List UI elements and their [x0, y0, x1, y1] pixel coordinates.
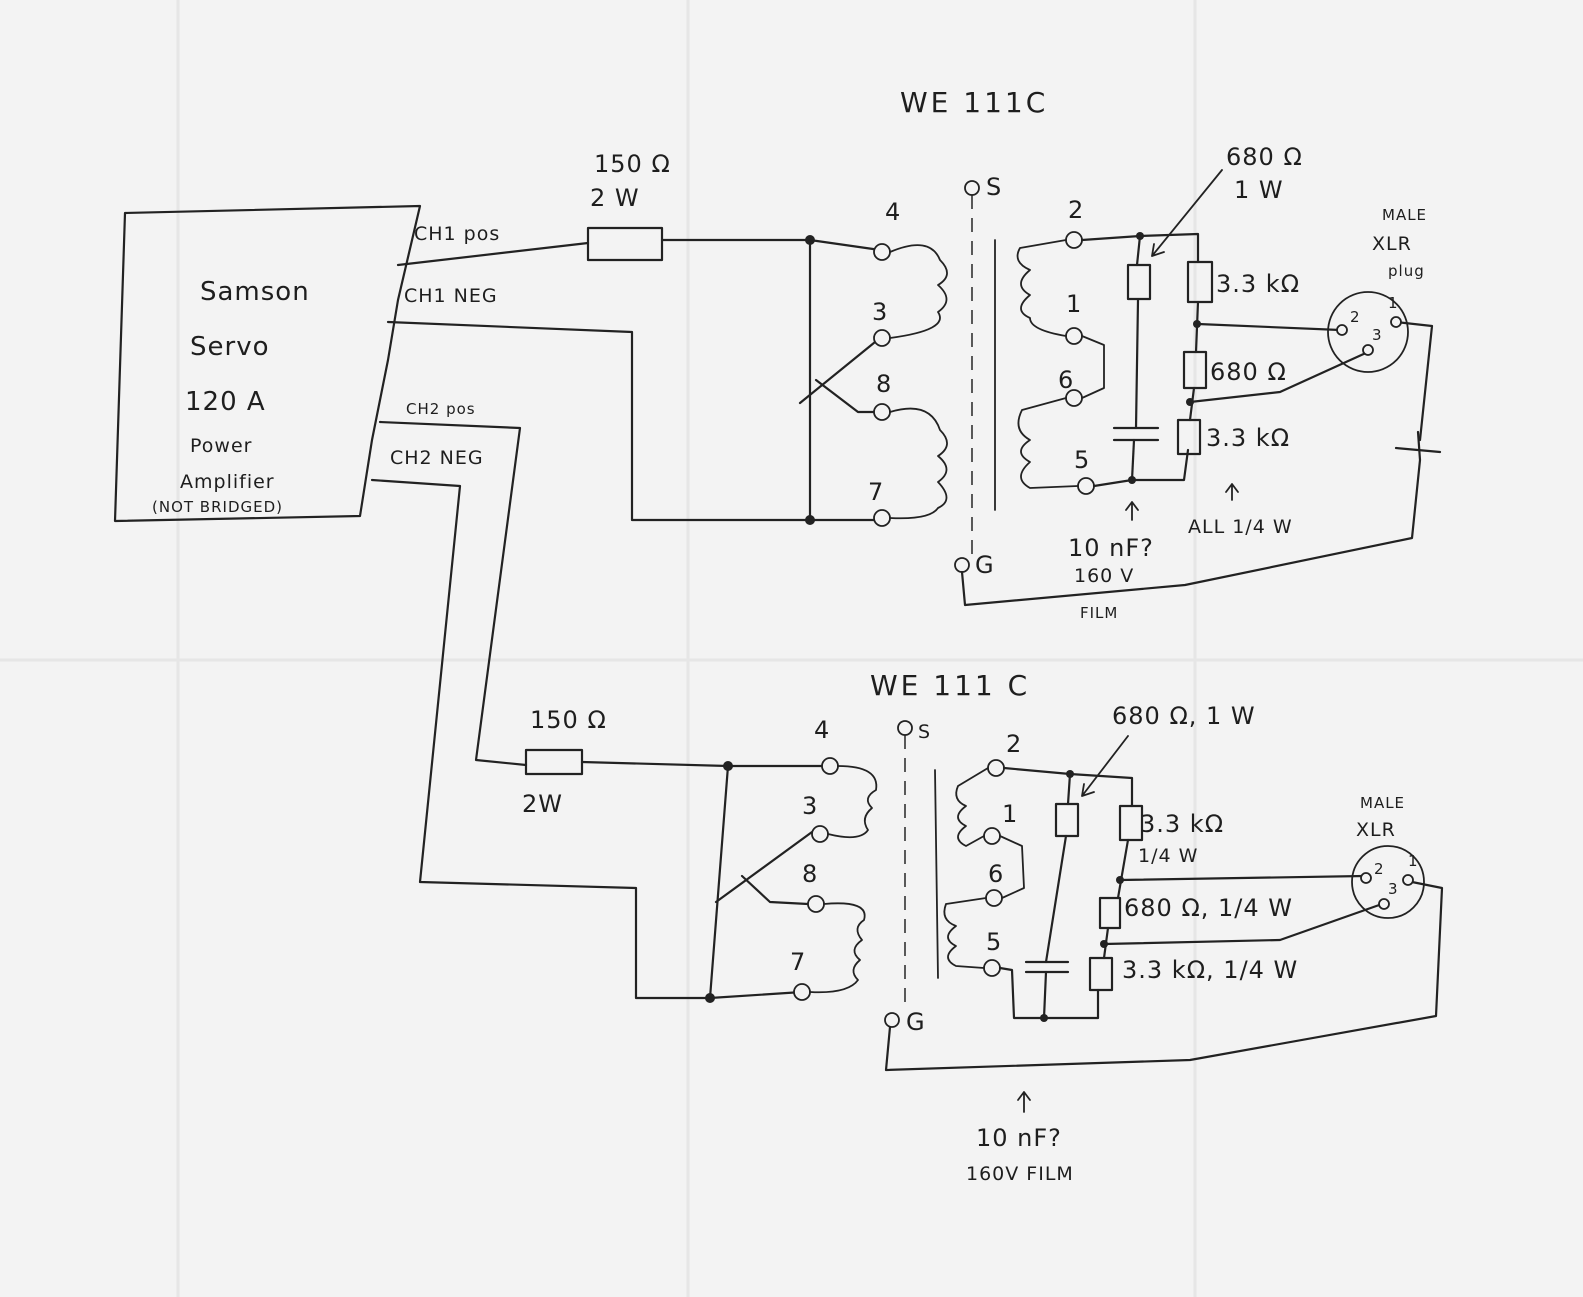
- ch1-pin-2: 2: [1068, 196, 1084, 224]
- ch2-r-bot-label: 3.3 kΩ, 1/4 W: [1122, 956, 1298, 984]
- ch1-resistor-top: [1186, 260, 1214, 304]
- ch1-r-top-label: 3.3 kΩ: [1216, 270, 1300, 298]
- ch2-pin-7: 7: [790, 948, 806, 976]
- ch1-cap-voltage: 160 V: [1074, 565, 1134, 587]
- ch1-xlr-pin-2: 2: [1350, 308, 1361, 326]
- ch2-transformer-title: WE 111 C: [870, 669, 1030, 702]
- ch2-series-resistor-value: 150 Ω: [530, 706, 607, 734]
- ch1-pos-label: CH1 pos: [414, 223, 500, 245]
- ch1-transformer-title: WE 111C: [900, 86, 1048, 119]
- ch1-series-resistor-value: 150 Ω: [594, 150, 671, 178]
- ch1-all-quarter-watt: ALL 1/4 W: [1188, 516, 1293, 538]
- amp-label-line-5: Amplifier: [180, 471, 275, 493]
- ch1-r-mid-label: 680 Ω: [1210, 358, 1287, 386]
- ch2-cap-value: 10 nF?: [976, 1124, 1062, 1152]
- ch2-load-resistor: [1054, 802, 1080, 838]
- ch1-series-resistor-power: 2 W: [590, 184, 640, 212]
- channel-1-circuit: WE 111C 150 Ω 2 W 4 3 8 7 S G: [386, 86, 1442, 622]
- ch1-ground-label: G: [975, 551, 995, 579]
- ch2-cap-detail: 160V FILM: [966, 1163, 1074, 1185]
- ch2-r-top-power: 1/4 W: [1138, 845, 1198, 867]
- amp-label-line-4: Power: [190, 435, 252, 457]
- ch1-series-resistor: [586, 226, 664, 262]
- ch2-pin-1: 1: [1002, 800, 1018, 828]
- amp-label-line-1: Samson: [200, 277, 310, 307]
- ch1-cap-type: FILM: [1080, 604, 1118, 622]
- ch2-pin-5: 5: [986, 928, 1002, 956]
- ch1-pin-8: 8: [876, 370, 892, 398]
- channel-2-circuit: WE 111 C 150 Ω 2W 4 3 8 7 S G: [370, 420, 1444, 1185]
- ch2-series-resistor-power: 2W: [522, 790, 563, 818]
- amp-label-line-3: 120 A: [185, 387, 266, 417]
- ch2-xlr-pin-1: 1: [1408, 852, 1419, 870]
- ch1-resistor-bot: [1176, 418, 1202, 456]
- ch1-xlr-pin-3: 3: [1372, 326, 1383, 344]
- ch1-shield-label: S: [986, 173, 1002, 201]
- ch1-cap-value: 10 nF?: [1068, 534, 1154, 562]
- ch2-resistor-bot: [1088, 956, 1114, 992]
- ch1-pin-6: 6: [1058, 366, 1074, 394]
- ch1-pin-4: 4: [885, 198, 901, 226]
- amp-label-line-2: Servo: [190, 332, 269, 362]
- ch2-xlr-label-2: XLR: [1356, 819, 1396, 841]
- ch2-pin-2: 2: [1006, 730, 1022, 758]
- ch2-resistor-top: [1118, 804, 1144, 842]
- ch1-r-bot-label: 3.3 kΩ: [1206, 424, 1290, 452]
- ch1-load-resistor-value: 680 Ω: [1226, 143, 1303, 171]
- ch2-r-mid-label: 680 Ω, 1/4 W: [1124, 894, 1293, 922]
- ch1-load-resistor-power: 1 W: [1234, 176, 1284, 204]
- ch2-pin-3: 3: [802, 792, 818, 820]
- ch2-shield-label: S: [918, 721, 931, 743]
- ch2-pin-8: 8: [802, 860, 818, 888]
- ch2-series-resistor: [524, 748, 584, 776]
- ch1-neg-label: CH1 NEG: [404, 285, 498, 307]
- ch2-pin-6: 6: [988, 860, 1004, 888]
- amplifier-box: Samson Servo 120 A Power Amplifier (NOT …: [113, 204, 422, 523]
- ch2-xlr-label-1: MALE: [1360, 794, 1405, 812]
- ch2-pin-4: 4: [814, 716, 830, 744]
- ch1-xlr-label-2: XLR: [1372, 233, 1412, 255]
- ch2-xlr-pin-2: 2: [1374, 860, 1385, 878]
- ch2-ground-label: G: [906, 1008, 926, 1036]
- ch2-pos-label: CH2 pos: [406, 400, 476, 418]
- ch1-pin-3: 3: [872, 298, 888, 326]
- ch1-pin-1: 1: [1066, 290, 1082, 318]
- ch1-load-resistor: [1126, 263, 1152, 301]
- ch2-resistor-mid: [1098, 896, 1122, 930]
- ch2-r-top-label: 3.3 kΩ: [1140, 810, 1224, 838]
- ch1-pin-5: 5: [1074, 446, 1090, 474]
- ch1-xlr-label-1: MALE: [1382, 206, 1427, 224]
- ch1-pin-7: 7: [868, 478, 884, 506]
- ch2-load-resistor-label: 680 Ω, 1 W: [1112, 702, 1256, 730]
- ch2-neg-label: CH2 NEG: [390, 447, 484, 469]
- amp-label-line-6: (NOT BRIDGED): [152, 498, 283, 516]
- ch2-xlr-pin-3: 3: [1388, 880, 1399, 898]
- ch1-xlr-connector: [1327, 291, 1409, 373]
- ch1-xlr-label-3: plug: [1388, 262, 1425, 280]
- ch2-xlr-connector: [1351, 845, 1425, 919]
- ch1-xlr-pin-1: 1: [1388, 294, 1399, 312]
